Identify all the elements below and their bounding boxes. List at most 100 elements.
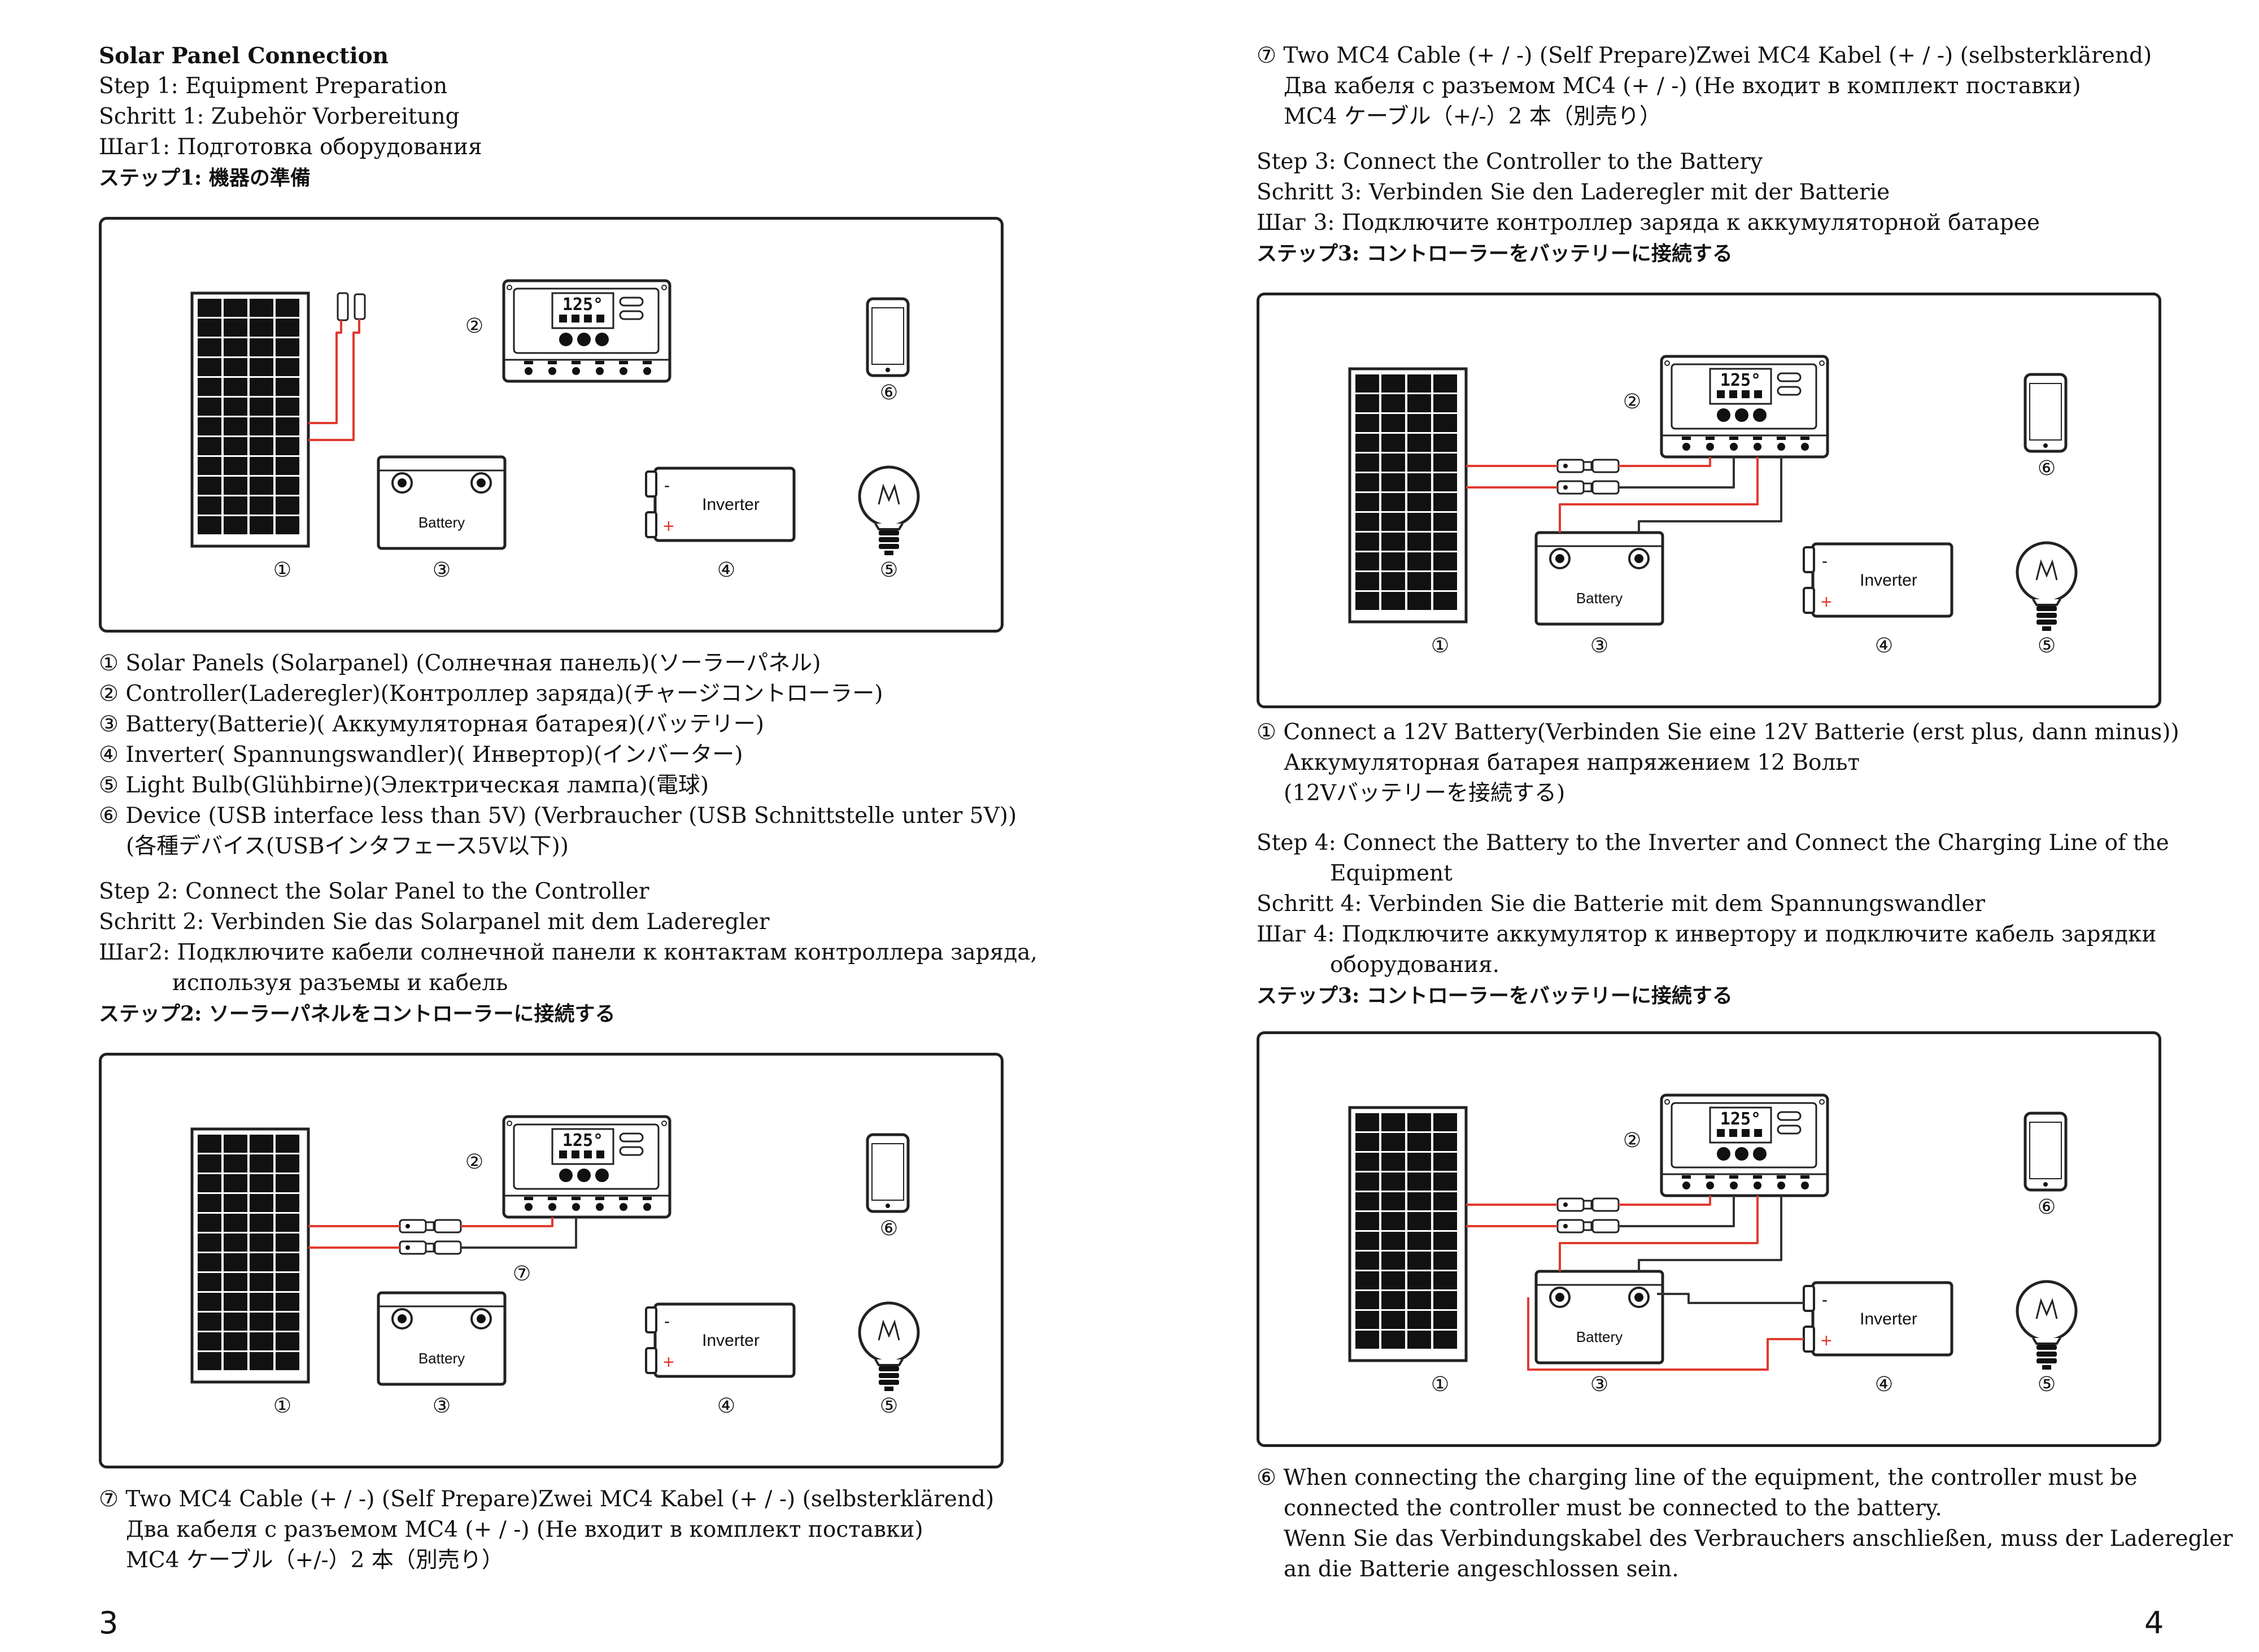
terminal-screw xyxy=(1754,443,1761,451)
battery-icon: Battery xyxy=(377,455,507,550)
charge-controller-icon: 125° xyxy=(1660,355,1829,459)
charge-controller-icon: 125° xyxy=(1660,1093,1829,1197)
battery-label: Battery xyxy=(418,1350,465,1367)
controller-button xyxy=(577,1169,591,1182)
battery-wire-positive xyxy=(1559,457,1759,533)
page-number: 3 xyxy=(99,1605,119,1641)
label-number-3: ③ xyxy=(1590,634,1608,657)
label-number-4: ④ xyxy=(717,559,735,582)
note7-block: ⑦ Two MC4 Cable (+ / -) (Self Prepare)Zw… xyxy=(99,1484,994,1576)
plus-sign: + xyxy=(1821,591,1832,613)
step2-line: используя разъемы и кабель xyxy=(172,970,508,996)
step4-line: Schritt 4: Verbinden Sie die Batterie mi… xyxy=(1257,891,1986,917)
solar-panel-icon xyxy=(1348,367,1468,624)
inverter-wire-negative xyxy=(1657,1293,1804,1304)
label-number-2: ② xyxy=(1623,1129,1641,1152)
inverter-label: Inverter xyxy=(702,495,760,514)
inverter-icon: -+Inverter xyxy=(1803,1281,1953,1357)
terminal-screw xyxy=(1682,1182,1690,1189)
display-value: 125° xyxy=(1720,370,1761,390)
label-number-1: ① xyxy=(273,1394,291,1418)
terminal-screw xyxy=(572,367,580,375)
label-number-5: ⑤ xyxy=(880,1394,898,1418)
phone-device-icon xyxy=(866,1133,910,1213)
note7-line: Два кабеля с разъемом MC4 (+ / -) (Не вх… xyxy=(1284,73,2081,99)
note7-line: Два кабеля с разъемом MC4 (+ / -) (Не вх… xyxy=(126,1517,923,1542)
step2-line: ステップ2: ソーラーパネルをコントローラーに接続する xyxy=(99,1002,616,1026)
mc4-connector-icon xyxy=(399,1219,462,1233)
controller-button xyxy=(1717,1147,1730,1161)
label-number-5: ⑤ xyxy=(880,559,898,582)
note6-line: an die Batterie angeschlossen sein. xyxy=(1284,1557,1679,1582)
step1-line: ステップ1: 機器の準備 xyxy=(99,166,311,190)
note6-line: connected the controller must be connect… xyxy=(1284,1496,1942,1521)
note7-block: ⑦ Two MC4 Cable (+ / -) (Self Prepare)Zw… xyxy=(1257,41,2152,132)
controller-input-negative xyxy=(1619,457,1735,489)
mc4-connector-icon xyxy=(1556,459,1620,473)
controller-input-positive xyxy=(461,1217,553,1227)
label-number-1: ① xyxy=(1431,1373,1449,1396)
solar-panel-icon xyxy=(190,1127,310,1384)
legend-item: ⑥ Device (USB interface less than 5V) (V… xyxy=(99,803,1017,829)
label-number-6: ⑥ xyxy=(2038,457,2056,480)
mc4-connector-icon xyxy=(1556,480,1620,495)
battery-label: Battery xyxy=(1576,1328,1623,1345)
terminal-screw xyxy=(1730,443,1738,451)
terminal-screw xyxy=(1801,443,1809,451)
display-value: 125° xyxy=(1720,1109,1761,1129)
terminal-screw xyxy=(548,367,556,375)
battery-icon: Battery xyxy=(1534,1270,1664,1365)
phone-device-icon xyxy=(866,297,910,377)
phone-device-icon xyxy=(2023,1111,2068,1192)
inverter-label: Inverter xyxy=(1860,571,1917,590)
mc4-cable-ends-icon xyxy=(337,292,366,321)
section-heading: Solar Panel Connection xyxy=(99,43,389,69)
note6-line: Wenn Sie das Verbindungskabel des Verbra… xyxy=(1284,1526,2233,1551)
terminal-screw xyxy=(643,367,651,375)
battery-label: Battery xyxy=(418,514,465,531)
battery-label: Battery xyxy=(1576,590,1623,607)
label-number-6: ⑥ xyxy=(2038,1196,2056,1219)
note7-line: MC4 ケーブル（+/-）2 本（別売り） xyxy=(1284,104,1661,129)
legend-item: ② Controller(Laderegler)(Контроллер заря… xyxy=(99,681,883,707)
note6-line: ⑥ When connecting the charging line of t… xyxy=(1257,1465,2138,1490)
label-number-2: ② xyxy=(465,1150,483,1174)
note7-line: MC4 ケーブル（+/-）2 本（別売り） xyxy=(126,1548,504,1573)
light-bulb-icon xyxy=(858,465,920,555)
minus-sign: - xyxy=(664,1312,670,1331)
plus-sign: + xyxy=(663,1352,674,1373)
battery-icon: Battery xyxy=(377,1291,507,1386)
label-number-5: ⑤ xyxy=(2038,634,2056,657)
step2-line: Шаг2: Подключите кабели солнечной панели… xyxy=(99,940,1037,965)
charge-controller-icon: 125° xyxy=(502,279,671,383)
note7-line: ⑦ Two MC4 Cable (+ / -) (Self Prepare)Zw… xyxy=(99,1487,995,1512)
mc4-connector-icon xyxy=(1556,1219,1620,1233)
terminal-screw xyxy=(525,1203,533,1211)
controller-button xyxy=(595,333,609,346)
label-number-1: ① xyxy=(1431,634,1449,657)
terminal-screw xyxy=(1682,443,1690,451)
step4-line: ステップ3: コントローラーをバッテリーに接続する xyxy=(1257,984,1733,1008)
solar-panel-icon xyxy=(1348,1106,1468,1362)
battery-icon: Battery xyxy=(1534,531,1664,626)
controller-button xyxy=(1717,408,1730,422)
panel-wire-positive xyxy=(308,320,342,424)
note6-block: ⑥ When connecting the charging line of t… xyxy=(1257,1463,2233,1585)
display-value: 125° xyxy=(562,1131,603,1150)
terminal-screw xyxy=(1777,1182,1785,1189)
plus-sign: + xyxy=(663,516,674,537)
note1-line: ① Connect a 12V Battery(Verbinden Sie ei… xyxy=(1257,720,2179,745)
controller-button xyxy=(1753,1147,1767,1161)
terminal-screw xyxy=(1730,1182,1738,1189)
battery-wire-positive xyxy=(1559,1196,1759,1271)
step2-line: Schritt 2: Verbinden Sie das Solarpanel … xyxy=(99,909,770,935)
terminal-screw xyxy=(643,1203,651,1211)
step4-line: Step 4: Connect the Battery to the Inver… xyxy=(1257,830,2169,856)
note7-line: ⑦ Two MC4 Cable (+ / -) (Self Prepare)Zw… xyxy=(1257,43,2152,68)
display-value: 125° xyxy=(562,295,603,315)
